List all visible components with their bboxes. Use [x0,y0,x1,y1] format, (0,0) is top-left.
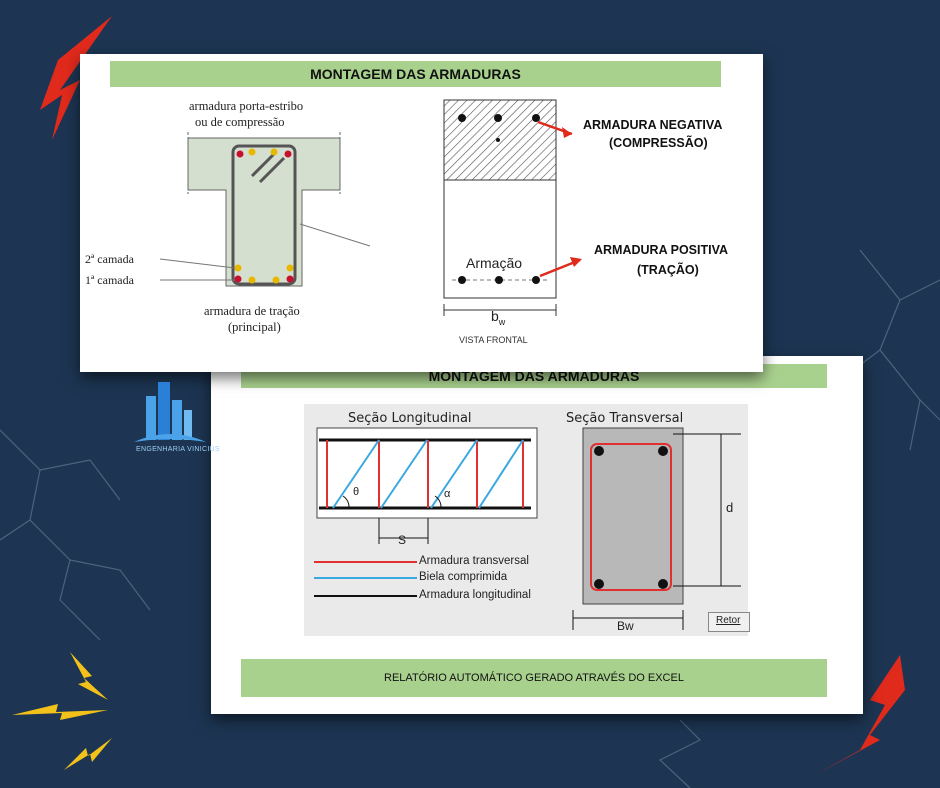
label-bw-sub: w [498,316,506,327]
top-report-card: MONTAGEM DAS ARMADURAS armadura porta-es… [80,54,763,372]
lightning-red-top-left-icon [40,16,112,140]
buildings-icon [134,382,206,442]
label-bw: bw [491,308,505,327]
lightning-yellow-2-icon [12,704,108,720]
retornar-button-label: Retor [716,615,741,626]
label-theta: θ [353,486,360,498]
label-tracao-caps: (TRAÇÃO) [637,263,699,277]
label-bw-section: Bw [617,619,634,633]
label-compressao: ou de compressão [195,115,285,129]
retornar-button[interactable]: Retor [708,612,750,632]
label-armadura-positiva: ARMADURA POSITIVA [594,243,729,257]
label-s: S [398,533,407,547]
label-secao-longitudinal: Seção Longitudinal [348,411,472,426]
legend-armadura-longitudinal: Armadura longitudinal [419,589,531,601]
longitudinal-section-diagram [314,427,741,630]
label-armacao: Armação [466,255,523,271]
label-secao-transversal: Seção Transversal [566,411,684,426]
legend-biela-comprimida: Biela comprimida [419,571,508,583]
label-d: d [726,500,734,515]
label-2a-camada: 2ª camada [85,252,134,266]
logo-text: ENGENHARIA VINICIUS [136,446,220,453]
lightning-red-bottom-right-icon [815,655,905,775]
rect-section-diagram [443,99,582,316]
label-principal: (principal) [228,320,281,334]
label-bw-main: b [491,308,499,324]
brand-logo: ENGENHARIA VINICIUS [130,378,220,458]
label-1a-camada: 1ª camada [85,273,134,287]
lightning-yellow-1-icon [70,652,108,700]
label-armadura-tracao: armadura de tração [204,304,300,318]
label-vista-frontal: VISTA FRONTAL [459,335,528,345]
lightning-yellow-3-icon [64,738,112,770]
label-compressao-caps: (COMPRESSÃO) [609,136,708,150]
label-alpha: α [444,488,451,500]
label-armadura-negativa: ARMADURA NEGATIVA [583,118,723,132]
bottom-report-card: MONTAGEM DAS ARMADURAS Seç [211,356,863,714]
top-card-title: MONTAGEM DAS ARMADURAS [110,61,721,87]
t-beam-diagram [159,132,371,287]
report-footer: RELATÓRIO AUTOMÁTICO GERADO ATRAVÉS DO E… [241,659,827,697]
legend-armadura-transversal: Armadura transversal [419,555,529,567]
label-porta-estribo: armadura porta-estribo [189,99,304,113]
